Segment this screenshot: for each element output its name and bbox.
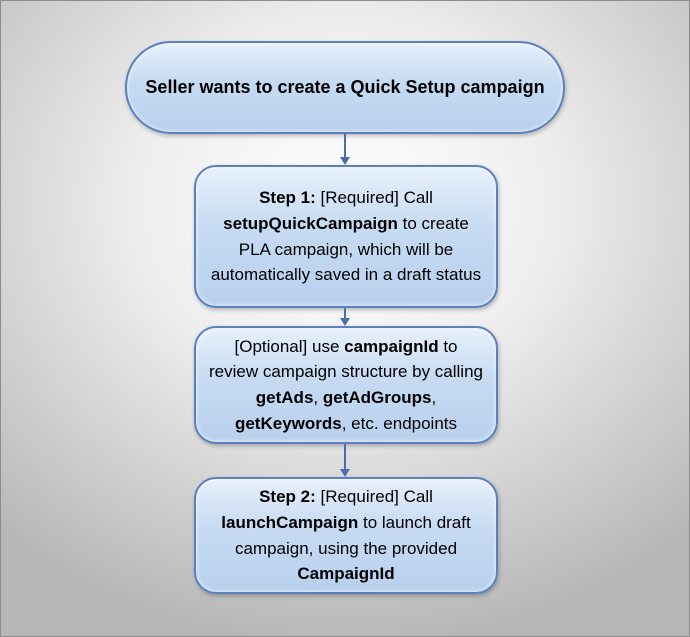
- optional-sep-1: ,: [313, 388, 323, 407]
- step1-text-b: to create PLA campaign, which will be au…: [210, 213, 482, 285]
- optional-node: [Optional] use campaignId to review camp…: [194, 326, 498, 444]
- step2-node: Step 2: [Required] Call launchCampaign t…: [194, 477, 498, 594]
- optional-text-b: to review campaign structure by calling: [208, 336, 483, 382]
- step2-text-b: to launch draft campaign, using the prov…: [234, 512, 471, 558]
- optional-endpoint-3: getKeywords: [234, 413, 342, 433]
- start-node: Seller wants to create a Quick Setup cam…: [125, 41, 565, 134]
- optional-sep-2: ,: [431, 388, 437, 407]
- optional-endpoint-2: getAdGroups: [322, 388, 432, 407]
- connector-step1-to-optional: [344, 308, 346, 319]
- arrowhead-optional: [340, 318, 350, 326]
- step2-node-text: Step 2: [Required] Call launchCampaign t…: [196, 484, 496, 587]
- connector-start-to-step1: [344, 134, 346, 158]
- connector-optional-to-step2: [344, 444, 346, 470]
- step1-label: Step 1:: [259, 188, 316, 208]
- optional-text-a: [Optional] use: [234, 336, 345, 356]
- start-node-text: Seller wants to create a Quick Setup cam…: [145, 76, 545, 97]
- arrowhead-step2: [340, 469, 350, 477]
- step1-text-a: [Required] Call: [315, 188, 433, 208]
- optional-node-text: [Optional] use campaignId to review camp…: [196, 334, 496, 437]
- step1-node-text: Step 1: [Required] Call setupQuickCampai…: [196, 185, 496, 288]
- step1-node: Step 1: [Required] Call setupQuickCampai…: [194, 165, 498, 308]
- optional-endpoint-1: getAds: [255, 388, 314, 407]
- step2-label: Step 2:: [259, 487, 316, 507]
- optional-text-c: , etc. endpoints: [341, 413, 458, 433]
- arrowhead-step1: [340, 157, 350, 165]
- optional-field: campaignId: [344, 336, 439, 356]
- step1-endpoint: setupQuickCampaign: [223, 213, 398, 233]
- step2-endpoint: launchCampaign: [221, 512, 359, 532]
- step2-text-a: [Required] Call: [315, 487, 433, 507]
- step2-field: CampaignId: [297, 564, 395, 584]
